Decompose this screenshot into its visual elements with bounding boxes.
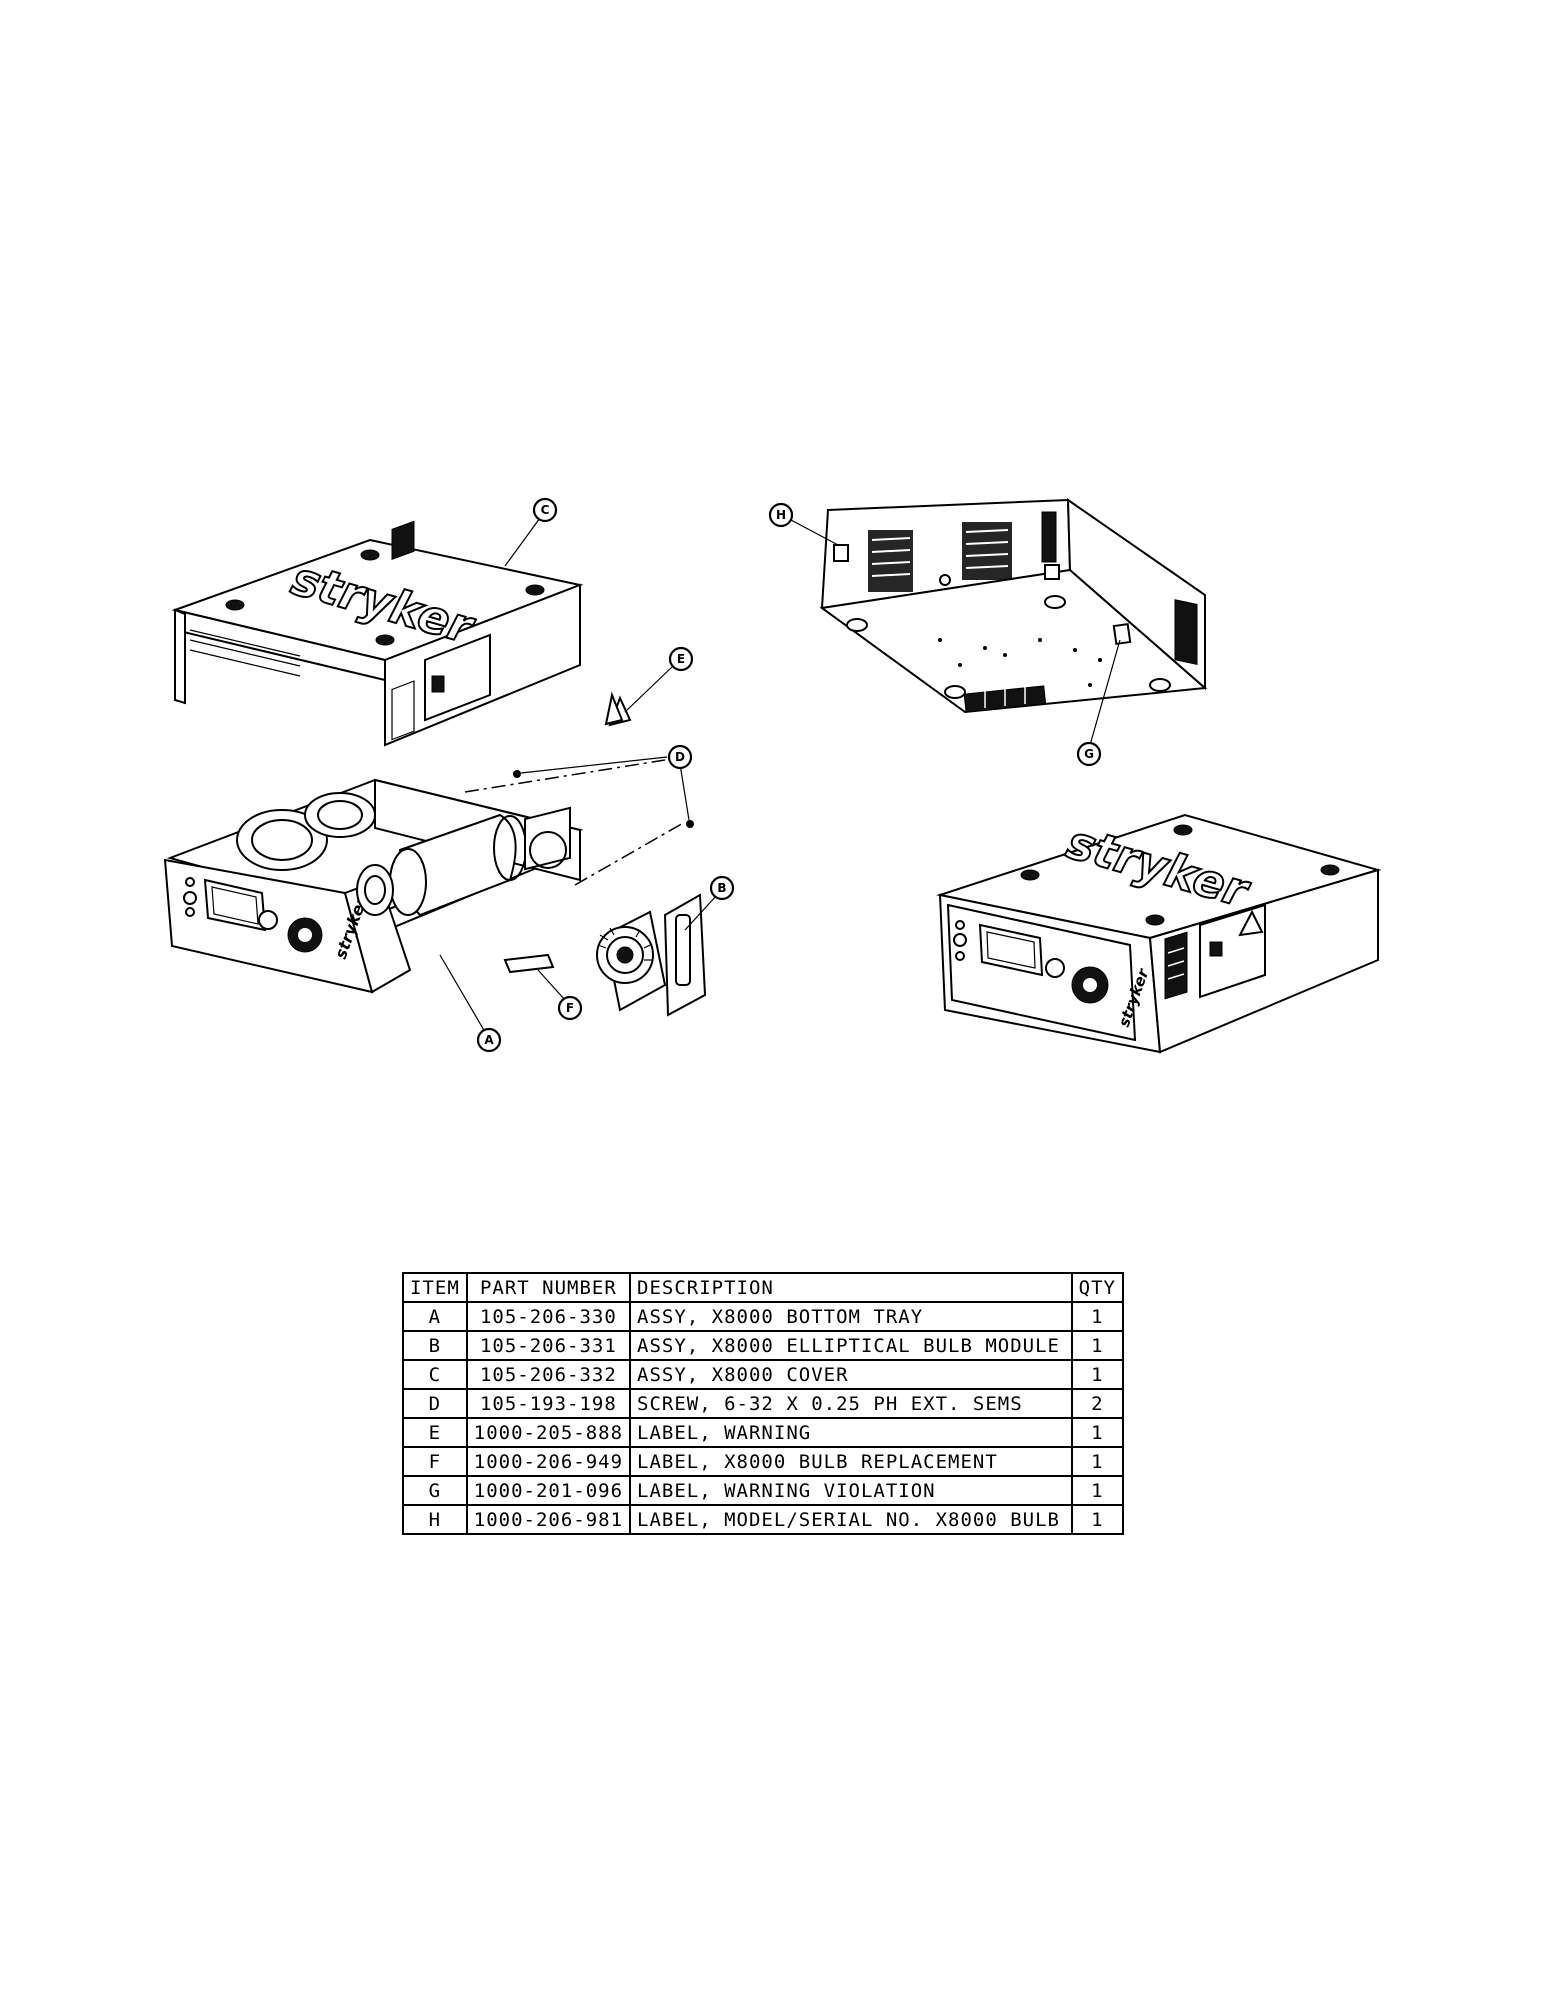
cell-qty: 1: [1070, 1446, 1125, 1477]
underside-view: [819, 498, 1208, 714]
assembled-view: stryker stryker: [936, 814, 1382, 1054]
cell-part-number: 105-206-330: [465, 1301, 632, 1332]
bottom-tray-assembly: stryker: [163, 778, 584, 994]
callout-c: C: [541, 503, 550, 517]
callout-b: B: [717, 881, 726, 895]
screws: [464, 759, 694, 886]
cell-qty: 1: [1070, 1301, 1125, 1332]
cell-description: LABEL, X8000 BULB REPLACEMENT: [629, 1446, 1073, 1477]
callout-e: E: [677, 652, 685, 666]
cell-qty: 1: [1070, 1475, 1125, 1506]
cell-part-number: 1000-205-888: [465, 1417, 632, 1448]
cell-description: LABEL, MODEL/SERIAL NO. X8000 BULB: [629, 1504, 1073, 1535]
cover-assembly: stryker: [171, 520, 584, 747]
table-header-row: ITEM PART NUMBER DESCRIPTION QTY: [402, 1272, 1125, 1303]
cell-part-number: 1000-206-949: [465, 1446, 632, 1477]
cell-item: E: [402, 1417, 468, 1448]
header-description: DESCRIPTION: [629, 1272, 1073, 1303]
table-row: A 105-206-330 ASSY, X8000 BOTTOM TRAY 1: [402, 1301, 1125, 1332]
cell-part-number: 1000-206-981: [465, 1504, 632, 1535]
bulb-replacement-label: [503, 953, 555, 974]
table-row: E 1000-205-888 LABEL, WARNING 1: [402, 1417, 1125, 1448]
cell-qty: 1: [1070, 1330, 1125, 1361]
table-row: G 1000-201-096 LABEL, WARNING VIOLATION …: [402, 1475, 1125, 1506]
cell-part-number: 105-193-198: [465, 1388, 632, 1419]
table-row: H 1000-206-981 LABEL, MODEL/SERIAL NO. X…: [402, 1504, 1125, 1535]
cell-item: A: [402, 1301, 468, 1332]
cell-qty: 1: [1070, 1504, 1125, 1535]
table-row: F 1000-206-949 LABEL, X8000 BULB REPLACE…: [402, 1446, 1125, 1477]
callout-f: F: [566, 1001, 574, 1015]
cell-qty: 1: [1070, 1359, 1125, 1390]
cell-description: ASSY, X8000 ELLIPTICAL BULB MODULE: [629, 1330, 1073, 1361]
cell-description: LABEL, WARNING: [629, 1417, 1073, 1448]
cell-qty: 1: [1070, 1417, 1125, 1448]
cell-description: LABEL, WARNING VIOLATION: [629, 1475, 1073, 1506]
cell-item: F: [402, 1446, 468, 1477]
callout-g: G: [1084, 747, 1094, 761]
table-row: B 105-206-331 ASSY, X8000 ELLIPTICAL BUL…: [402, 1330, 1125, 1361]
cell-description: ASSY, X8000 COVER: [629, 1359, 1073, 1390]
cell-item: D: [402, 1388, 468, 1419]
callout-h: H: [776, 508, 786, 522]
warning-label-triangle: [604, 691, 632, 727]
header-part-number: PART NUMBER: [465, 1272, 632, 1303]
cell-part-number: 1000-201-096: [465, 1475, 632, 1506]
cell-part-number: 105-206-331: [465, 1330, 632, 1361]
cell-part-number: 105-206-332: [465, 1359, 632, 1390]
exploded-view-diagram: stryker C E D: [163, 497, 1382, 1054]
cell-item: G: [402, 1475, 468, 1506]
cell-item: C: [402, 1359, 468, 1390]
cell-item: B: [402, 1330, 468, 1361]
header-qty: QTY: [1070, 1272, 1125, 1303]
cell-description: SCREW, 6-32 X 0.25 PH EXT. SEMS: [629, 1388, 1073, 1419]
callout-d: D: [675, 750, 685, 764]
cell-qty: 2: [1070, 1388, 1125, 1419]
table-row: C 105-206-332 ASSY, X8000 COVER 1: [402, 1359, 1125, 1390]
table-row: D 105-193-198 SCREW, 6-32 X 0.25 PH EXT.…: [402, 1388, 1125, 1419]
elliptical-bulb-module: [596, 893, 707, 1017]
cell-description: ASSY, X8000 BOTTOM TRAY: [629, 1301, 1073, 1332]
cell-item: H: [402, 1504, 468, 1535]
callout-a: A: [484, 1033, 494, 1047]
parts-list-table: ITEM PART NUMBER DESCRIPTION QTY A 105-2…: [402, 1272, 1125, 1535]
header-item: ITEM: [402, 1272, 468, 1303]
